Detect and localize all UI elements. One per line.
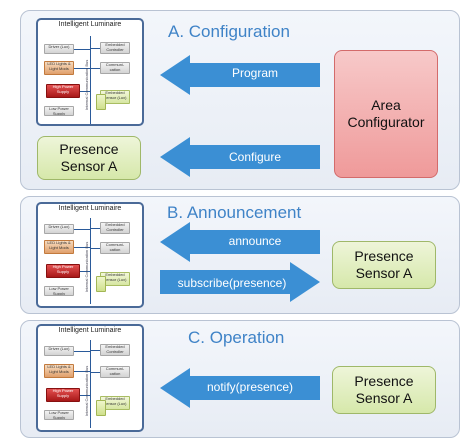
low-power-supply-block: Low Power Supply bbox=[44, 286, 74, 296]
bus-connector bbox=[80, 395, 90, 396]
communication-block: Communi-cation bbox=[100, 62, 130, 74]
luminaire-title: Intelligent Luminaire bbox=[58, 205, 122, 212]
bus-connector bbox=[74, 49, 90, 50]
bus-connector bbox=[90, 228, 100, 229]
embedded-controller-block: Embedded Controller bbox=[100, 344, 130, 356]
subscribe-label: subscribe(presence) bbox=[177, 276, 287, 290]
configure-arrow bbox=[160, 137, 320, 177]
luminaire-title: Intelligent Luminaire bbox=[58, 327, 122, 334]
low-power-supply-block: Low Power Supply bbox=[44, 106, 74, 116]
notify-label: notify(presence) bbox=[206, 380, 294, 394]
announcement-title: B. Announcement bbox=[167, 203, 302, 222]
sensor-stack bbox=[96, 276, 106, 292]
configure-label: Configure bbox=[228, 150, 282, 164]
high-power-supply-block: High Power Supply bbox=[46, 264, 80, 278]
notify-arrow bbox=[160, 368, 320, 408]
sensor-stack bbox=[96, 400, 106, 416]
presence-sensor-node: Presence Sensor A bbox=[332, 366, 436, 414]
intelligent-luminaire: Intelligent Luminaire Driver (Lux) LED L… bbox=[36, 202, 144, 308]
bus-connector bbox=[90, 68, 100, 69]
driver-block: Driver (Lux) bbox=[44, 44, 74, 54]
program-arrow bbox=[160, 55, 320, 95]
configuration-title: A. Configuration bbox=[168, 22, 290, 41]
led-block: LED Lights & Light Mods bbox=[44, 240, 74, 254]
driver-block: Driver (Lux) bbox=[44, 224, 74, 234]
led-block: LED Lights & Light Mods bbox=[44, 364, 74, 378]
communication-bus-line bbox=[90, 36, 91, 124]
announce-arrow bbox=[160, 222, 320, 262]
bus-connector bbox=[80, 91, 90, 92]
communication-block: Communi-cation bbox=[100, 242, 130, 254]
bus-label: Internal Communication Bus bbox=[84, 365, 89, 416]
communication-bus-line bbox=[90, 340, 91, 428]
bus-connector bbox=[90, 248, 100, 249]
bus-connector bbox=[90, 372, 100, 373]
communication-block: Communi-cation bbox=[100, 366, 130, 378]
intelligent-luminaire: Intelligent Luminaire Driver (Lux) LED L… bbox=[36, 324, 144, 432]
announce-label: announce bbox=[228, 234, 282, 248]
bus-connector bbox=[74, 229, 90, 230]
bus-connector bbox=[74, 371, 90, 372]
sensor-stack bbox=[96, 94, 106, 110]
communication-bus-line bbox=[90, 218, 91, 304]
embedded-controller-block: Embedded Controller bbox=[100, 42, 130, 54]
program-label: Program bbox=[231, 66, 278, 80]
subscribe-arrow bbox=[160, 262, 320, 302]
high-power-supply-block: High Power Supply bbox=[46, 84, 80, 98]
driver-block: Driver (Lux) bbox=[44, 346, 74, 356]
area-configurator-node: Area Configurator bbox=[334, 50, 438, 178]
bus-connector bbox=[80, 271, 90, 272]
bus-connector bbox=[90, 350, 100, 351]
bus-connector bbox=[90, 48, 100, 49]
bus-connector bbox=[74, 247, 90, 248]
luminaire-title: Intelligent Luminaire bbox=[58, 21, 122, 28]
bus-label: Internal Communication Bus bbox=[84, 59, 89, 110]
presence-sensor-node: Presence Sensor A bbox=[332, 241, 436, 289]
bus-connector bbox=[74, 68, 90, 69]
bus-label: Internal Communication Bus bbox=[84, 241, 89, 292]
operation-title: C. Operation bbox=[188, 328, 285, 347]
led-block: LED Lights & Light Mods bbox=[44, 61, 74, 75]
low-power-supply-block: Low Power Supply bbox=[44, 410, 74, 420]
high-power-supply-block: High Power Supply bbox=[46, 388, 80, 402]
intelligent-luminaire: Intelligent Luminaire Driver (Lux) LED L… bbox=[36, 18, 144, 126]
bus-connector bbox=[74, 351, 90, 352]
presence-sensor-node: Presence Sensor A bbox=[37, 136, 141, 180]
embedded-sensor-block: Embedded Sensor (Lux) bbox=[100, 90, 130, 104]
embedded-controller-block: Embedded Controller bbox=[100, 222, 130, 234]
